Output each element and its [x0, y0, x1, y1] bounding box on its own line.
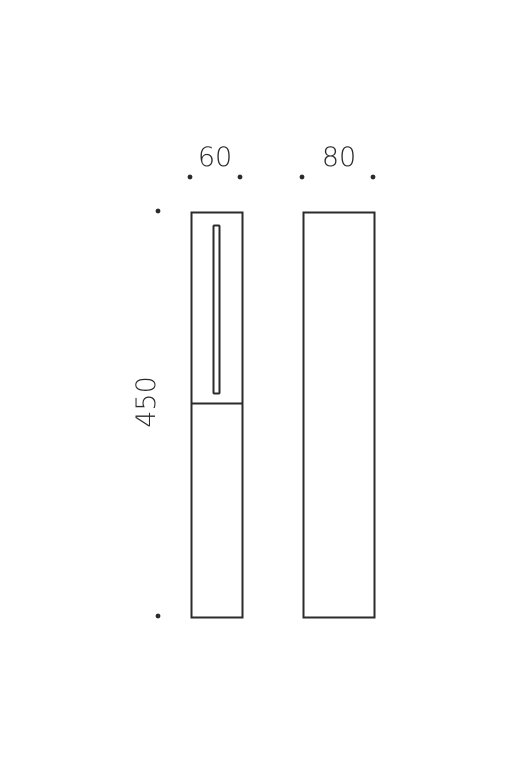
- side-view: [302, 211, 376, 619]
- height-bottom-marker: [155, 613, 161, 619]
- front-view: [190, 211, 244, 619]
- side-depth-left-marker: [299, 174, 305, 180]
- front-width-right-marker: [237, 174, 243, 180]
- front-width-label: 60: [198, 142, 232, 173]
- front-width-left-marker: [187, 174, 193, 180]
- front-view-outline: [190, 211, 244, 619]
- door-handle: [212, 224, 221, 395]
- height-dimension: 450: [131, 208, 162, 619]
- height-label: 450: [131, 376, 162, 428]
- side-view-outline: [302, 211, 376, 619]
- side-depth-dimension: 80: [299, 142, 376, 180]
- side-depth-label: 80: [322, 142, 356, 173]
- front-width-dimension: 60: [187, 142, 243, 180]
- side-depth-right-marker: [370, 174, 376, 180]
- height-top-marker: [155, 208, 161, 214]
